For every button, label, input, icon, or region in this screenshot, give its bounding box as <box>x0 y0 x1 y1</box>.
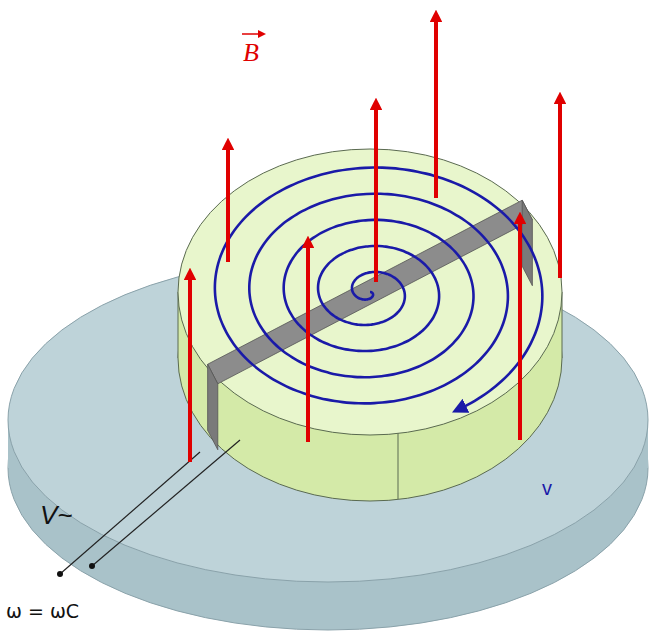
gap-face <box>208 364 218 450</box>
field-label: B <box>243 40 259 66</box>
field-arrow <box>306 242 310 442</box>
voltage-label: V~ <box>40 502 73 528</box>
wire <box>60 452 200 574</box>
supply-wires <box>57 440 240 577</box>
field-arrow <box>518 218 522 440</box>
particle-path <box>215 168 542 410</box>
field-arrow <box>188 274 192 462</box>
wall-seam <box>398 433 399 499</box>
dee-top <box>178 149 562 435</box>
velocity-label: v <box>542 478 552 498</box>
field-arrow <box>226 144 230 262</box>
field-arrow <box>558 98 562 278</box>
dee-electrodes <box>178 149 562 501</box>
field-arrows <box>190 16 560 462</box>
terminal-dot <box>57 571 63 577</box>
frequency-label: ω = ωC <box>6 602 79 621</box>
particle-spiral <box>215 168 542 410</box>
terminal-dot <box>89 563 95 569</box>
vector-arrow <box>258 30 266 38</box>
field-arrow <box>434 16 438 198</box>
wire <box>92 440 240 566</box>
field-arrow <box>374 104 378 282</box>
